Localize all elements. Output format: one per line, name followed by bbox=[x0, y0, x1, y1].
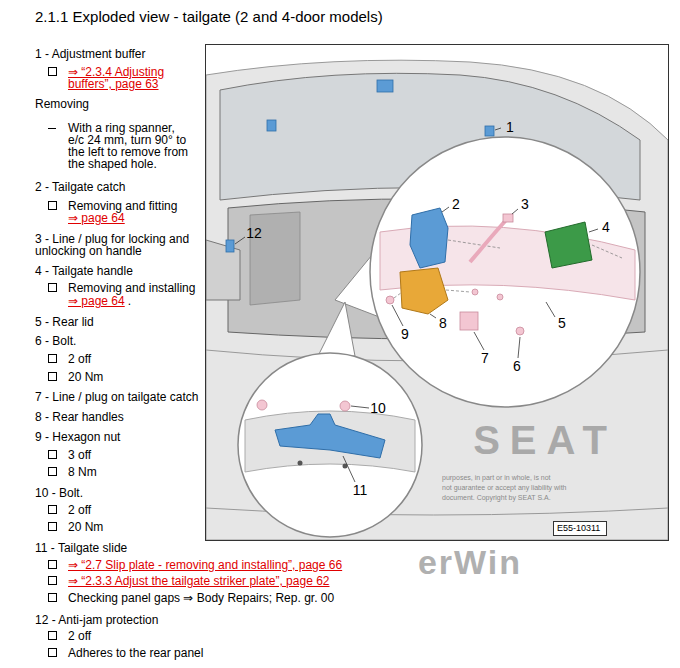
parts-list-text: Removing bbox=[35, 97, 89, 111]
parts-list-text: 6 - Bolt. bbox=[35, 334, 76, 348]
cross-reference-link: ⇒ “2.7 Slip plate - removing and install… bbox=[68, 558, 342, 572]
parts-list-text: 2 off bbox=[68, 629, 91, 643]
parts-list-text: 4 - Tailgate handle bbox=[35, 264, 133, 278]
parts-list-text: 11 - Tailgate slide bbox=[35, 541, 127, 555]
figure-number-box: E55-10311 bbox=[553, 521, 607, 536]
parts-list-text: With a ring spanner, e/c 24 mm, turn 90°… bbox=[68, 122, 192, 170]
parts-list-text: 10 - Bolt. bbox=[35, 486, 83, 500]
parts-list-text: 8 Nm bbox=[68, 465, 97, 479]
callout-number: 12 bbox=[246, 226, 262, 240]
parts-list-text: 8 - Rear handles bbox=[35, 410, 124, 424]
parts-list-text: Adheres to the rear panel bbox=[68, 646, 203, 660]
copyright-notice: purposes, in part or in whole, is not bbox=[442, 474, 551, 482]
callout-number: 1 bbox=[506, 120, 514, 134]
callout-number: 4 bbox=[602, 220, 610, 234]
parts-list-text: 12 - Anti-jam protection bbox=[35, 613, 158, 627]
parts-list-text: 5 - Rear lid bbox=[35, 315, 94, 329]
watermark: erWin bbox=[418, 545, 522, 579]
dash-bullet bbox=[48, 128, 56, 129]
checkbox-symbols bbox=[49, 68, 57, 657]
callout-number: 5 bbox=[558, 316, 566, 330]
callout-number: 6 bbox=[513, 359, 521, 373]
parts-list-text: . bbox=[128, 294, 131, 308]
callout-number: 11 bbox=[353, 483, 368, 497]
parts-list-text: Checking panel gaps ⇒ Body Repairs; Rep.… bbox=[68, 591, 334, 605]
parts-list-text: Removing and installing bbox=[68, 281, 195, 295]
parts-list-text: 3 off bbox=[68, 448, 91, 462]
callout-number: 7 bbox=[481, 351, 489, 365]
parts-list-text: 2 off bbox=[68, 352, 91, 366]
watermark: SEAT bbox=[473, 420, 617, 460]
copyright-notice: not guarantee or accept any liability wi… bbox=[442, 484, 567, 492]
cross-reference-link: ⇒ page 64 bbox=[68, 211, 125, 225]
parts-list-text: 9 - Hexagon nut bbox=[35, 430, 120, 444]
cross-reference-link: ⇒ page 64 bbox=[68, 294, 125, 308]
page-heading: 2.1.1 Exploded view - tailgate (2 and 4-… bbox=[35, 8, 383, 26]
illustration-frame bbox=[206, 45, 669, 541]
cross-reference-link: ⇒ “2.3.4 Adjusting buffers”, page 63 bbox=[68, 66, 190, 90]
parts-list-text: Removing and fitting bbox=[68, 199, 177, 213]
callout-number: 10 bbox=[370, 401, 386, 415]
figure-number: E55-10311 bbox=[554, 522, 606, 535]
parts-list-text: 7 - Line / plug on tailgate catch bbox=[35, 390, 198, 404]
parts-list-text: 3 - Line / plug for locking and unlockin… bbox=[35, 233, 197, 257]
parts-list-text: 20 Nm bbox=[68, 520, 103, 534]
parts-list-text: 20 Nm bbox=[68, 370, 103, 384]
cross-reference-link: ⇒ “2.3.3 Adjust the tailgate striker pla… bbox=[68, 574, 329, 588]
parts-list-text: 2 off bbox=[68, 503, 91, 517]
parts-list-text: 1 - Adjustment buffer bbox=[35, 47, 146, 61]
copyright-notice: document. Copyright by SEAT S.A. bbox=[442, 494, 551, 502]
callout-number: 3 bbox=[521, 197, 529, 211]
car-rear-view bbox=[206, 60, 668, 540]
parts-list-text: 2 - Tailgate catch bbox=[35, 180, 126, 194]
callout-number: 8 bbox=[439, 316, 447, 330]
callout-number: 2 bbox=[452, 197, 460, 211]
callout-number: 9 bbox=[401, 327, 409, 341]
